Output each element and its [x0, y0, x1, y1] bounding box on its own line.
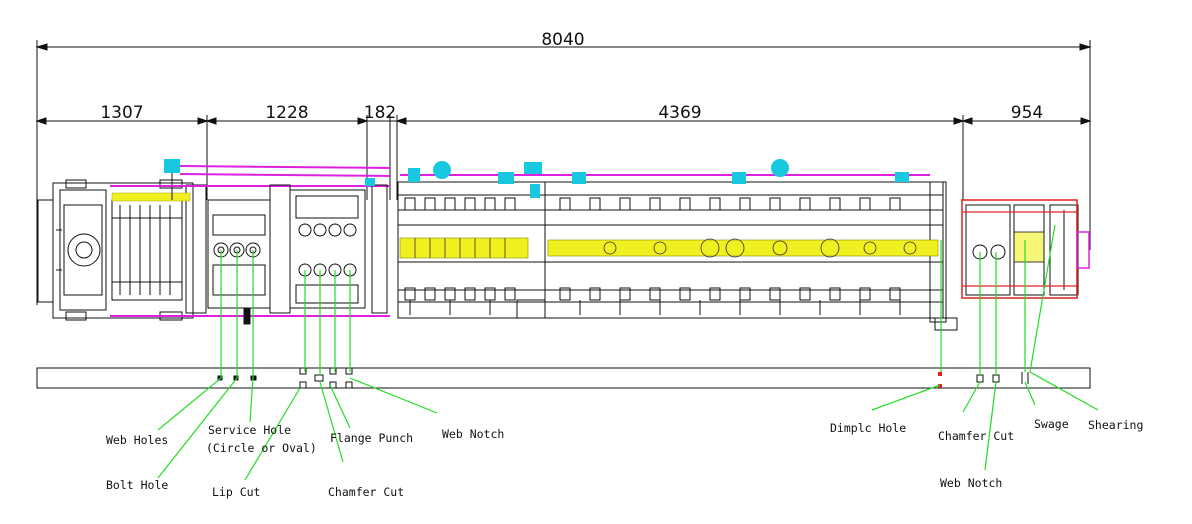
label-dimple-hole: Dimplc Hole: [830, 421, 906, 435]
swage-die: [1013, 231, 1045, 263]
label-shearing: Shearing: [1088, 418, 1143, 432]
label-bolt-hole: Bolt Hole: [106, 478, 168, 492]
punch-station-1: [207, 184, 291, 325]
dimple-marker: [938, 372, 942, 376]
dimension-1307: 1307: [100, 103, 143, 123]
dimension-954: 954: [1011, 103, 1043, 123]
label-lip-cut: Lip Cut: [212, 485, 260, 499]
dimple-marker-2: [938, 384, 942, 388]
roller-stands: [404, 197, 901, 315]
dimension-1228: 1228: [265, 103, 308, 123]
shear-outlet: [1076, 231, 1090, 269]
profile-strip: [36, 367, 1091, 389]
label-service-hole: Service Hole: [208, 423, 291, 437]
dimension-182: 182: [364, 103, 396, 123]
dimension-4369: 4369: [658, 103, 701, 123]
label-chamfer-cut-right: Chamfer Cut: [938, 429, 1014, 443]
overall-dimension: [35, 40, 1092, 305]
roll-former-body: [397, 181, 958, 331]
label-web-notch-left: Web Notch: [442, 427, 504, 441]
decoiler-cylinder-icon: [164, 159, 180, 173]
pneumatic-cylinders: [408, 159, 909, 198]
forming-strip: [399, 237, 939, 259]
label-service-hole-shape: (Circle or Oval): [206, 441, 317, 455]
section-dimensions: [35, 115, 1092, 200]
label-chamfer-cut-left: Chamfer Cut: [328, 485, 404, 499]
label-swage: Swage: [1034, 417, 1069, 431]
leader-lines: [157, 224, 1099, 481]
decoiler-highlight: [111, 192, 191, 202]
label-flange-punch: Flange Punch: [330, 431, 413, 445]
label-web-holes: Web Holes: [106, 433, 168, 447]
overall-dimension-label: 8040: [541, 30, 584, 50]
station2-cylinder-icon: [365, 178, 375, 186]
label-web-notch-right: Web Notch: [940, 476, 1002, 490]
